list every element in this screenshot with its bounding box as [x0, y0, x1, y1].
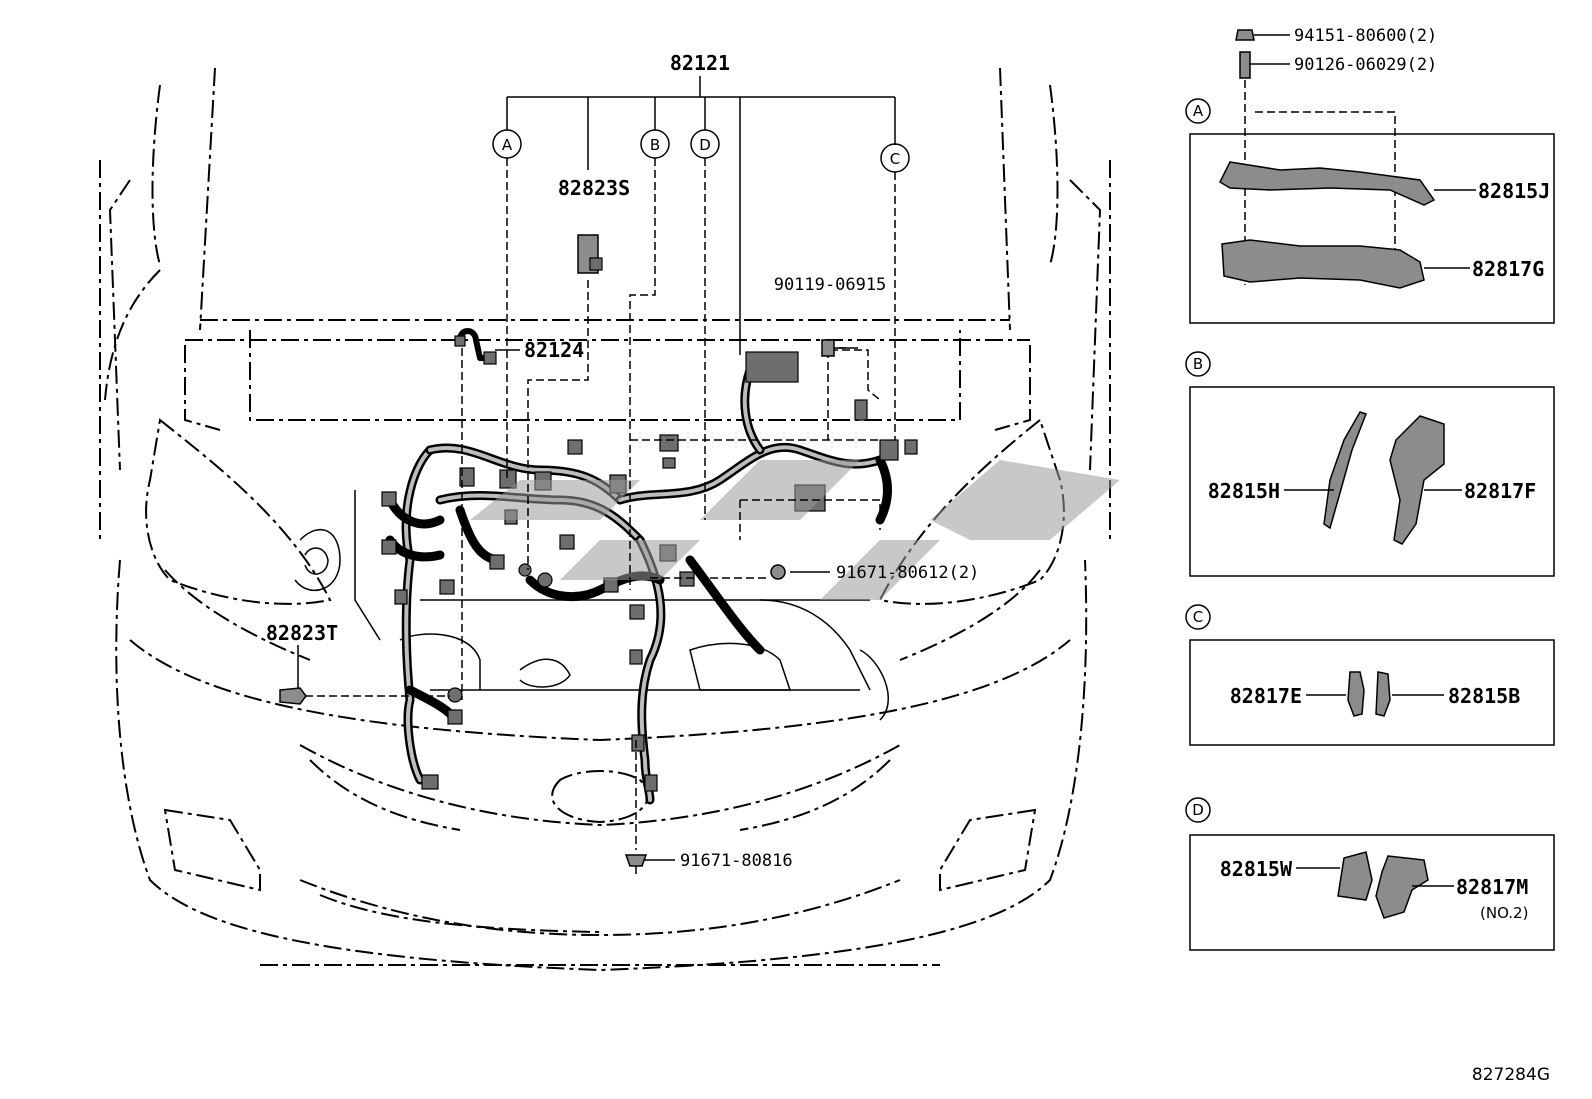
leader-lines	[297, 76, 896, 861]
engine-bay	[294, 490, 890, 721]
label-82817f: 82817F	[1464, 479, 1536, 503]
detail-panel-a: A 82815J 82817G	[1185, 98, 1555, 324]
label-94151-80600: 94151-80600(2)	[1294, 26, 1437, 46]
label-82815h: 82815H	[1208, 479, 1280, 503]
callout-a: A	[502, 136, 513, 154]
panel-a-letter: A	[1193, 102, 1204, 120]
label-no2: (NO.2)	[1480, 904, 1528, 922]
label-91671-80612: 91671-80612(2)	[836, 563, 979, 583]
label-82823t: 82823T	[266, 621, 338, 645]
detail-panel-b: B 82815H 82817F	[1185, 351, 1555, 577]
label-90126-06029: 90126-06029(2)	[1294, 55, 1437, 75]
callout-circles: A B D C	[492, 129, 910, 173]
label-82817e: 82817E	[1230, 684, 1302, 708]
detail-panel-c: C 82817E 82815B	[1185, 604, 1555, 746]
label-91671-80816: 91671-80816	[680, 851, 793, 871]
callout-d: D	[699, 136, 711, 154]
watermark-logo	[470, 460, 1120, 600]
label-82124: 82124	[524, 338, 584, 362]
label-82815w: 82815W	[1220, 857, 1293, 881]
detail-panel-d: D 82815W 82817M (NO.2)	[1185, 797, 1555, 951]
label-82817g: 82817G	[1472, 257, 1544, 281]
panel-c-letter: C	[1193, 608, 1203, 626]
label-82815b: 82815B	[1448, 684, 1520, 708]
label-82817m: 82817M	[1456, 875, 1528, 899]
callout-b: B	[650, 136, 660, 154]
car-body-outline	[99, 67, 1111, 972]
panel-d-letter: D	[1192, 801, 1204, 819]
main-view-parts	[279, 234, 846, 874]
callout-c: C	[890, 150, 900, 168]
main-labels: 82121 82823S 90119-06915 82124 91671-806…	[266, 51, 979, 871]
figure-code: 827284G	[1472, 1065, 1550, 1085]
label-82823s: 82823S	[558, 176, 630, 200]
label-90119-06915: 90119-06915	[774, 275, 887, 295]
panel-b-letter: B	[1193, 355, 1203, 373]
label-82815j: 82815J	[1478, 179, 1550, 203]
label-82121: 82121	[670, 51, 730, 75]
